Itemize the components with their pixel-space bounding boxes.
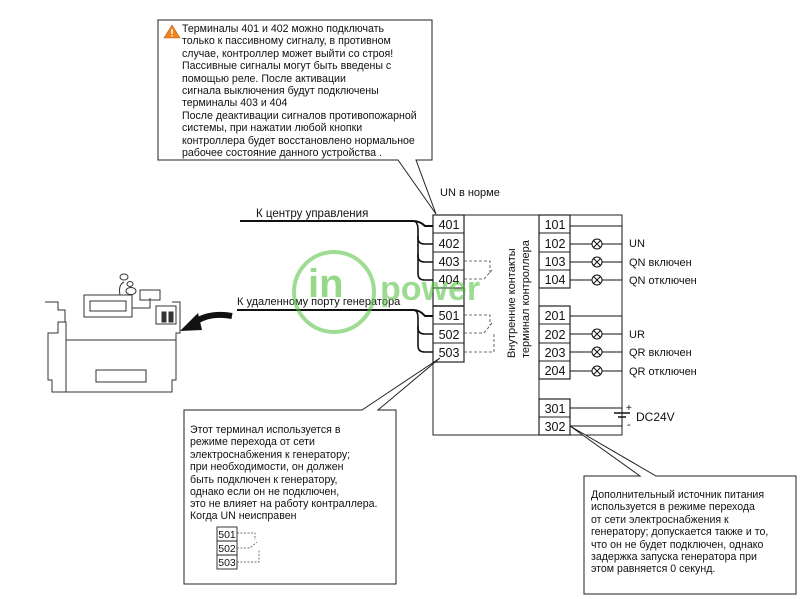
to-control-center-label: К центру управления [256,208,368,220]
label-un: UN [629,238,645,250]
terminal-202: 202 [545,328,566,342]
small-terminal-502: 502 [218,543,236,555]
left-terminal-block [432,214,465,363]
warning-note: Терминалы 401 и 402 можно подключать тол… [182,23,427,159]
label-dc24v: DC24V [636,410,675,424]
control-center-wiring [240,220,433,281]
un-fault-text: Когда UN неисправен [190,510,297,522]
controller-label-internal: Внутренние контакты [506,248,518,358]
label-qn-off: QN отключен [629,275,697,287]
dc-minus: - [627,419,631,431]
note-302-line: задержка запуска генератора при [591,551,757,564]
terminal-201: 201 [545,309,566,323]
terminal-203: 203 [545,346,566,360]
watermark-in: in [308,262,344,306]
un-normal-label: UN в норме [440,187,500,199]
lamp-qn-on-icon [591,256,603,268]
dc-plus: + [626,403,632,414]
terminal-502: 502 [439,328,460,342]
terminal-401: 401 [439,218,460,232]
note-503-line: при необходимости, он должен [190,461,344,474]
note-503-line: Этот терминал используется в [190,424,341,436]
arrow-to-generator-icon [180,311,233,331]
warning-line: терминалы 403 и 404 [182,97,288,110]
terminal-204: 204 [545,364,566,378]
warning-icon [163,24,181,39]
generator-icon [45,273,181,393]
warning-line: системы, при нажатии любой кнопки [182,122,363,135]
warning-line: После деактивации сигналов противопожарн… [182,109,417,122]
terminal-101: 101 [545,218,566,232]
terminal-104: 104 [545,273,566,287]
note-302-line: что он не будет подключен, однако [591,538,764,551]
lamp-un-icon [591,238,603,250]
un-fault-label: Когда UN неисправен [190,510,370,522]
note-503-line: электроснабжения к генератору; [190,448,351,461]
terminal-403: 403 [439,255,460,269]
terminal-402: 402 [439,237,460,251]
note-503-line: однако если он не подключен, [190,486,340,499]
small-terminal-block: 501 502 503 [216,526,260,570]
warning-line: только к пассивному сигналу, в противном [182,35,391,48]
label-qn-on: QN включен [629,257,692,269]
note-503: Этот терминал используется в режиме пере… [190,424,380,511]
right-terminal-block [538,214,571,436]
small-terminal-503: 503 [218,557,236,569]
note-503-line: быть подключен к генератору, [190,473,338,486]
warning-line: Пассивные сигналы могут быть введены с [182,60,392,73]
warning-line: контроллера будет восстановлено нормальн… [182,134,415,147]
watermark: in power [292,250,512,334]
warning-line: Терминалы 401 и 402 можно подключать [182,23,385,35]
note-302-line: генератору; допускается также и то, [591,526,769,539]
warning-callout-box [157,19,437,215]
lamp-qn-off-icon [591,274,603,286]
note-503-line: это не влияет на работу контраллера. [190,498,378,511]
terminal-302: 302 [545,420,566,434]
warning-line: помощью реле. После активации [182,72,346,85]
lamp-qr-off-icon [591,365,603,377]
lamp-ur-icon [591,328,603,340]
terminal-103: 103 [545,255,566,269]
label-qr-on: QR включен [629,347,692,359]
note-503-box [183,357,441,585]
label-ur: UR [629,329,645,341]
output-wiring [570,225,630,427]
watermark-ring [292,250,376,334]
internal-contacts [464,260,495,353]
note-302-box [569,425,797,595]
terminal-102: 102 [545,237,566,251]
terminal-503: 503 [439,346,460,360]
terminal-501: 501 [439,309,460,323]
label-qr-off: QR отключен [629,366,697,378]
terminal-404: 404 [439,273,460,287]
note-302: Дополнительный источник питания использу… [591,489,791,576]
lamp-qr-on-icon [591,346,603,358]
note-503-line: режиме перехода от сети [190,436,315,449]
note-302-line: Дополнительный источник питания [591,489,765,501]
watermark-power: power [380,270,481,308]
small-terminal-501: 501 [218,529,236,541]
warning-line: рабочее состояние данного устройства . [182,147,382,160]
note-302-line: от сети электроснабжения к [591,513,729,526]
warning-line: случае, контроллер может выйти со строя! [182,47,394,60]
note-302-line: используется в режиме перехода [591,501,755,514]
controller-label-terminal: терминал контроллера [520,239,532,358]
terminal-301: 301 [545,402,566,416]
warning-line: сигнала выключения будут подключены [182,85,379,98]
note-302-line: этом равняется 0 секунд. [591,563,716,576]
